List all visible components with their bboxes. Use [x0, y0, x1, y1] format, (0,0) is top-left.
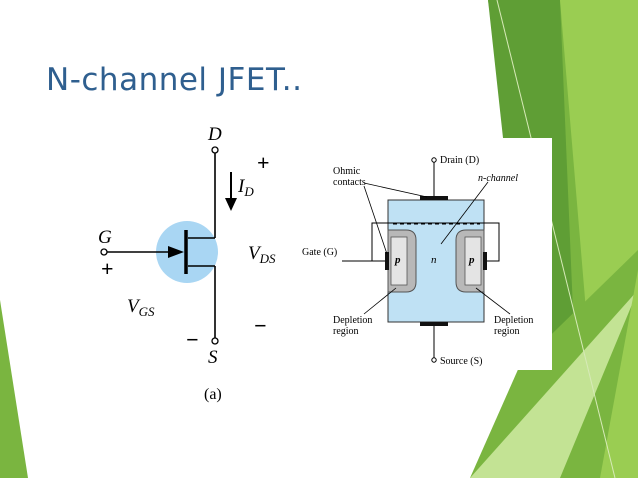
green-facet-lower: [470, 250, 638, 478]
green-facet-pale: [470, 290, 638, 478]
gate-contact-left: [385, 252, 389, 270]
source-node: [431, 357, 437, 363]
nchannel-pointer: [440, 181, 489, 245]
jfet-symbol: D G S + − + − ID VDS VGS (a): [98, 124, 276, 403]
p-region-left: [390, 236, 408, 286]
gate-label: G: [98, 227, 112, 248]
vds-label: VDS: [248, 243, 276, 266]
gate-plus: +: [101, 256, 114, 281]
drain-contact: [420, 196, 448, 200]
drain-plus: +: [257, 150, 270, 175]
current-arrow-icon: [225, 198, 237, 211]
drain-terminal: [211, 146, 219, 154]
drain-node: [431, 157, 437, 163]
drain-text: Drain (D): [440, 155, 479, 166]
gate-terminal: [100, 248, 108, 256]
source-terminal: [211, 337, 219, 345]
p-region-right: [464, 236, 482, 286]
drain-current-label: ID: [237, 176, 254, 199]
vgs-label: VGS: [127, 296, 155, 319]
green-left-sliver: [0, 300, 28, 478]
n-channel-text: n-channel: [478, 173, 518, 184]
gate-arrow-icon: [168, 246, 184, 258]
source-contact: [420, 322, 448, 326]
depletion-left-text-1: Depletion: [333, 315, 372, 326]
green-facet-bright: [600, 270, 638, 478]
ohmic-pointer-1: [363, 182, 428, 198]
depletion-right-text-1: Depletion: [494, 315, 533, 326]
source-text: Source (S): [440, 356, 483, 367]
depletion-left-text-2: region: [333, 326, 359, 337]
slide-title: N-channel JFET..: [46, 62, 303, 98]
figure-caption: (a): [204, 386, 222, 403]
depletion-right-text-2: region: [494, 326, 520, 337]
p-left-text: p: [394, 254, 401, 266]
gate-contact-right: [483, 252, 487, 270]
ohmic-text-1: Ohmic: [333, 166, 361, 177]
drain-minus: −: [254, 313, 267, 338]
drain-label: D: [207, 124, 222, 145]
gate-wire: [342, 222, 500, 262]
depletion-right-pointer: [475, 287, 511, 315]
p-right-text: p: [468, 254, 475, 266]
depletion-left-pointer: [363, 287, 397, 315]
jfet-structure: Drain (D) Ohmic contacts n-channel Gate …: [302, 155, 533, 367]
source-label: S: [208, 347, 218, 368]
green-thin-line: [496, 0, 616, 478]
ohmic-text-2: contacts: [333, 177, 366, 188]
ohmic-pointer-2: [363, 185, 388, 255]
gate-text: Gate (G): [302, 247, 337, 258]
source-minus: −: [186, 327, 199, 352]
n-text: n: [431, 254, 437, 266]
